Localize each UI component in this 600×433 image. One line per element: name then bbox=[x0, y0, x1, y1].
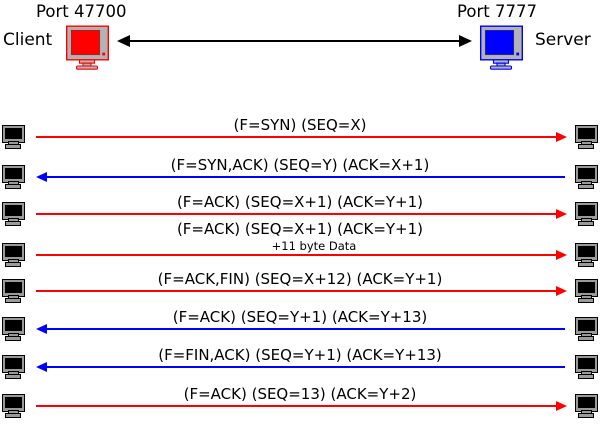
mini-base bbox=[5, 221, 21, 226]
mini-screen bbox=[578, 282, 595, 293]
mini-screen bbox=[5, 397, 22, 408]
message-label: (F=SYN,ACK) (SEQ=Y) (ACK=X+1) bbox=[170, 156, 430, 174]
mini-base bbox=[578, 298, 594, 303]
arrowhead-icon bbox=[556, 400, 567, 411]
arrowhead-icon bbox=[36, 323, 47, 334]
mini-screen bbox=[578, 320, 595, 331]
mini-screen bbox=[5, 128, 22, 139]
server-host-icon bbox=[575, 243, 598, 267]
arrow-shaft bbox=[36, 405, 556, 407]
arrow-shaft bbox=[47, 366, 565, 368]
mini-base bbox=[5, 374, 21, 379]
mini-base bbox=[5, 336, 21, 341]
mini-screen bbox=[5, 168, 22, 179]
message-label: (F=ACK) (SEQ=X+1) (ACK=Y+1) bbox=[176, 220, 424, 238]
mini-base bbox=[578, 262, 594, 267]
mini-base bbox=[578, 374, 594, 379]
client-host-icon bbox=[2, 355, 25, 379]
message-label: (F=ACK,FIN) (SEQ=X+12) (ACK=Y+1) bbox=[157, 270, 443, 288]
mini-base bbox=[5, 298, 21, 303]
client-host-icon bbox=[2, 165, 25, 189]
mini-screen bbox=[578, 168, 595, 179]
arrow-shaft bbox=[36, 136, 556, 138]
server-port-label: Port 7777 bbox=[457, 2, 537, 21]
client-monitor-icon bbox=[66, 25, 109, 70]
client-port-label: Port 47700 bbox=[36, 2, 127, 21]
mini-screen bbox=[578, 397, 595, 408]
client-host-icon bbox=[2, 125, 25, 149]
arrowhead-icon bbox=[556, 208, 567, 219]
server-host-icon bbox=[575, 279, 598, 303]
mini-screen bbox=[5, 205, 22, 216]
client-host-icon bbox=[2, 202, 25, 226]
server-name-label: Server bbox=[535, 30, 591, 50]
arrow-shaft bbox=[36, 254, 556, 256]
mini-base bbox=[578, 221, 594, 226]
message-label: (F=ACK) (SEQ=X+1) (ACK=Y+1) bbox=[176, 193, 424, 211]
mini-base bbox=[578, 144, 594, 149]
message-label: (F=ACK) (SEQ=13) (ACK=Y+2) bbox=[183, 385, 417, 403]
arrow-shaft bbox=[47, 176, 565, 178]
arrow-shaft bbox=[47, 328, 565, 330]
server-host-icon bbox=[575, 125, 598, 149]
data-size-sublabel: +11 byte Data bbox=[271, 239, 357, 253]
mini-screen bbox=[5, 358, 22, 369]
mini-base bbox=[5, 144, 21, 149]
arrow-shaft bbox=[36, 213, 556, 215]
server-monitor-icon bbox=[480, 25, 523, 70]
link-arrowhead-left bbox=[117, 35, 130, 47]
message-label: (F=FIN,ACK) (SEQ=Y+1) (ACK=Y+13) bbox=[158, 346, 442, 364]
server-host-icon bbox=[575, 202, 598, 226]
mini-base bbox=[5, 184, 21, 189]
server-host-icon bbox=[575, 165, 598, 189]
mini-screen bbox=[5, 246, 22, 257]
link-arrow-shaft bbox=[126, 40, 463, 42]
mini-base bbox=[578, 336, 594, 341]
arrowhead-icon bbox=[556, 131, 567, 142]
arrow-shaft bbox=[36, 290, 556, 292]
mini-screen bbox=[578, 128, 595, 139]
mini-base bbox=[578, 413, 594, 418]
mini-base bbox=[5, 413, 21, 418]
client-host-icon bbox=[2, 243, 25, 267]
message-label: (F=SYN) (SEQ=X) bbox=[233, 116, 367, 134]
arrowhead-icon bbox=[556, 249, 567, 260]
arrowhead-icon bbox=[556, 285, 567, 296]
arrowhead-icon bbox=[36, 171, 47, 182]
client-host-icon bbox=[2, 317, 25, 341]
mini-screen bbox=[5, 320, 22, 331]
client-name-label: Client bbox=[3, 30, 53, 50]
mini-screen bbox=[5, 282, 22, 293]
message-label: (F=ACK) (SEQ=Y+1) (ACK=Y+13) bbox=[172, 308, 428, 326]
mini-screen bbox=[578, 246, 595, 257]
mini-screen bbox=[578, 205, 595, 216]
mini-base bbox=[5, 262, 21, 267]
client-host-icon bbox=[2, 394, 25, 418]
mini-base bbox=[578, 184, 594, 189]
client-host-icon bbox=[2, 279, 25, 303]
server-host-icon bbox=[575, 394, 598, 418]
server-host-icon bbox=[575, 355, 598, 379]
link-arrowhead-right bbox=[459, 35, 472, 47]
server-host-icon bbox=[575, 317, 598, 341]
arrowhead-icon bbox=[36, 361, 47, 372]
mini-screen bbox=[578, 358, 595, 369]
